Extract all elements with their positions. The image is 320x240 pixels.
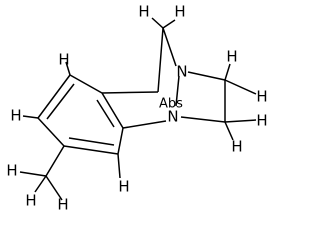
atom-n-lower: N bbox=[167, 108, 178, 126]
bond-bridge-ch2-h-top bbox=[151, 17, 164, 29]
atom-h-top: H bbox=[138, 3, 149, 21]
bond-ring-c5-c6-double bbox=[68, 137, 115, 146]
bond-bridge-ch2-aromatic bbox=[157, 27, 164, 93]
bond-ch2-lower-h-2 bbox=[224, 121, 234, 141]
atom-h-ring-left: H bbox=[10, 107, 21, 125]
bond-ch2-upper-h-2 bbox=[224, 79, 257, 95]
bond-n-upper-ch2 bbox=[187, 71, 226, 81]
bond-ring-c7-c2 bbox=[101, 92, 124, 129]
atom-h-ring-bottom: H bbox=[118, 178, 129, 196]
bond-bridge-ch2-n-upper bbox=[162, 27, 177, 67]
atom-h-lower-right-2: H bbox=[231, 138, 242, 156]
stereo-abs-label: Abs bbox=[159, 97, 183, 112]
bond-ch2-lower-h-1 bbox=[224, 119, 257, 123]
bond-ch2-upper-h-1 bbox=[224, 63, 231, 81]
bond-methyl-h-3 bbox=[45, 175, 63, 201]
bond-ring-c3-c4 bbox=[37, 74, 71, 119]
bond-ring-c4-c5 bbox=[37, 117, 65, 147]
atom-h-upper-right-2: H bbox=[256, 88, 267, 106]
bond-ring-methyl bbox=[45, 145, 65, 177]
bond-methyl-h-1 bbox=[19, 171, 47, 177]
bonds bbox=[19, 17, 257, 201]
bond-ring-c6-c7 bbox=[117, 127, 124, 155]
bond-ring-h-left bbox=[22, 115, 39, 119]
bond-bridge-ch2-h-right bbox=[162, 19, 176, 29]
bond-ring-h-top bbox=[65, 61, 71, 76]
atom-n-upper: N bbox=[176, 63, 187, 81]
bond-ring-c2-c3 bbox=[69, 74, 103, 94]
atom-h-top-right: H bbox=[174, 3, 185, 21]
atom-labels: H H N H H H H N Abs H H H H H H bbox=[6, 3, 267, 214]
atom-h-methyl-3: H bbox=[57, 196, 68, 214]
atom-h-ring-top: H bbox=[58, 51, 69, 69]
bond-ring-c5-c6 bbox=[63, 145, 119, 155]
bond-n-lower-aromatic bbox=[122, 120, 167, 129]
bond-ring-c7-c2-double bbox=[96, 99, 115, 128]
bond-ring-h-bottom bbox=[117, 153, 121, 179]
atom-h-lower-right-1: H bbox=[256, 112, 267, 130]
bond-ring-c3-c4-double bbox=[46, 83, 75, 120]
atom-h-upper-right-1: H bbox=[226, 48, 237, 66]
bond-methyl-h-2 bbox=[34, 175, 47, 193]
bond-upper-n-to-lower-n bbox=[175, 75, 180, 107]
bond-ring-c1-c2 bbox=[101, 91, 159, 94]
atom-h-methyl-1: H bbox=[6, 162, 17, 180]
bond-ch2-lower-n-lower bbox=[180, 116, 226, 123]
atom-h-methyl-2: H bbox=[25, 192, 36, 210]
chemical-structure-diagram: H H N H H H H N Abs H H H H H H bbox=[6, 3, 267, 214]
